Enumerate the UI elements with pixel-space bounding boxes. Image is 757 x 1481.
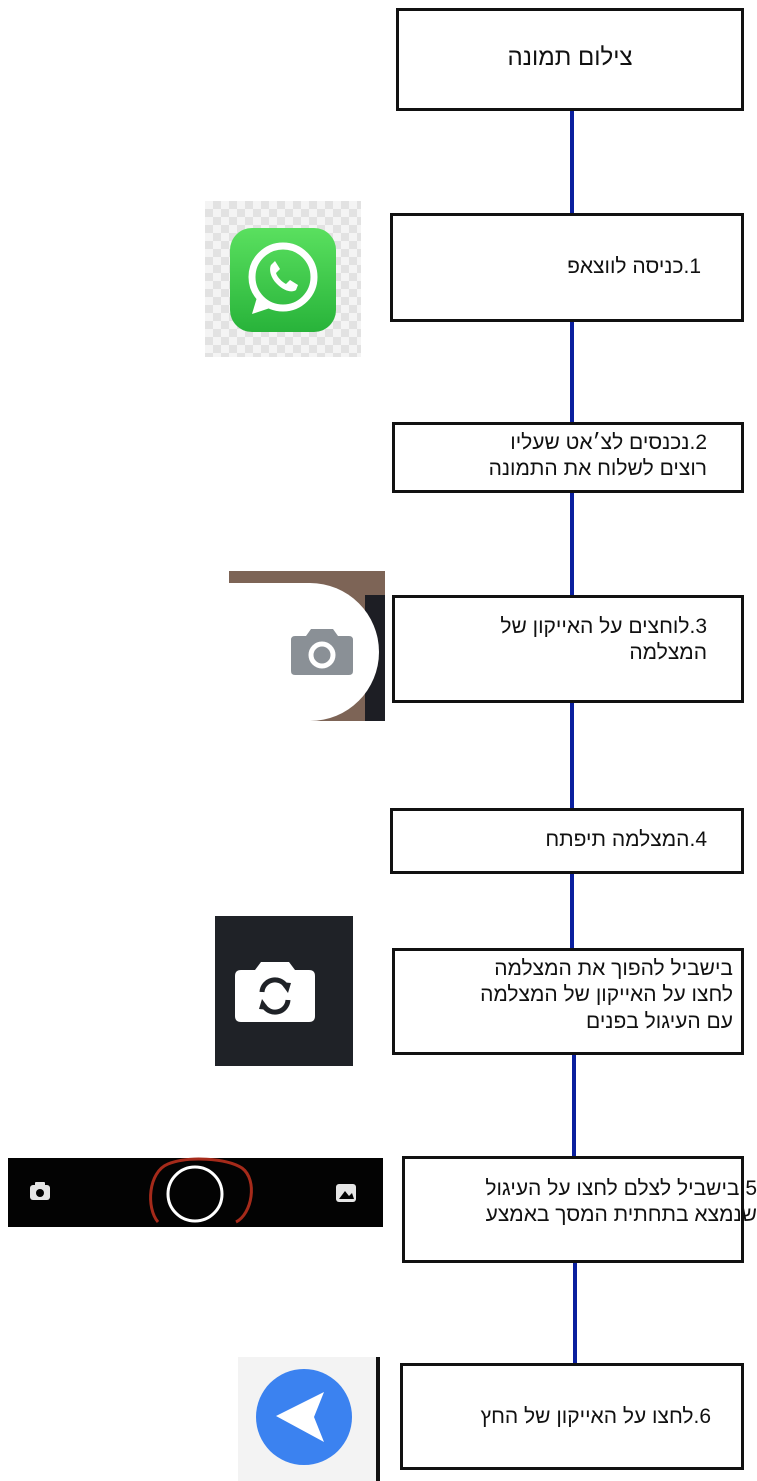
gallery-icon	[336, 1184, 356, 1202]
step-1-text: 1.כניסה לווצאפ	[567, 255, 701, 278]
flip-step-text-line-2: לחצו על האייקון של המצלמה	[480, 983, 733, 1007]
connector-line	[570, 702, 574, 809]
connector-line	[572, 1054, 576, 1157]
step-box-4: 4.המצלמה תיפתח	[390, 808, 744, 874]
flowchart-title: צילום תמונה	[507, 44, 633, 71]
step-box-5: 5.בישביל לצלם לחצו על העיגול שנמצא בתחתי…	[402, 1156, 757, 1263]
connector-line	[570, 492, 574, 596]
step-box-flip-camera: בישביל להפוך את המצלמה לחצו על האייקון ש…	[392, 948, 744, 1055]
flowchart-title-box: צילום תמונה	[396, 8, 744, 111]
step-box-6: 6.לחצו על האייקון של החץ	[400, 1363, 744, 1470]
step-5-text-line-1: 5.בישביל לצלם לחצו על העיגול	[485, 1177, 757, 1200]
step-5-text-line-2: שנמצא בתחתית המסך באמצע	[485, 1203, 757, 1227]
flip-step-text-line-1: בישביל להפוך את המצלמה	[494, 957, 733, 980]
step-2-text-line-2: רוצים לשלוח את התמונה	[488, 457, 707, 481]
small-camera-icon	[30, 1182, 50, 1200]
step-box-3: 3.לוחצים על האייקון של המצלמה	[392, 595, 744, 703]
step-3-text-line-1: 3.לוחצים על האייקון של	[500, 615, 707, 638]
send-arrow-icon	[238, 1357, 380, 1481]
connector-line	[573, 1263, 577, 1364]
step-3-text-line-2: המצלמה	[629, 641, 707, 665]
step-box-1: 1.כניסה לווצאפ	[390, 213, 744, 322]
connector-line	[570, 321, 574, 422]
connector-line	[570, 873, 574, 949]
flip-camera-icon	[215, 916, 353, 1066]
camera-button-icon	[229, 571, 385, 721]
connector-line	[570, 110, 574, 214]
flip-step-text-line-3: עם העיגול בפנים	[586, 1009, 733, 1033]
step-box-2: 2.נכנסים לצ׳אט שעליו רוצים לשלוח את התמו…	[392, 422, 744, 493]
step-4-text: 4.המצלמה תיפתח	[545, 828, 707, 851]
camera-shutter-bar	[8, 1157, 383, 1227]
step-2-text-line-1: 2.נכנסים לצ׳אט שעליו	[510, 431, 707, 454]
step-6-text: 6.לחצו על האייקון של החץ	[480, 1405, 711, 1428]
whatsapp-icon	[205, 201, 361, 357]
